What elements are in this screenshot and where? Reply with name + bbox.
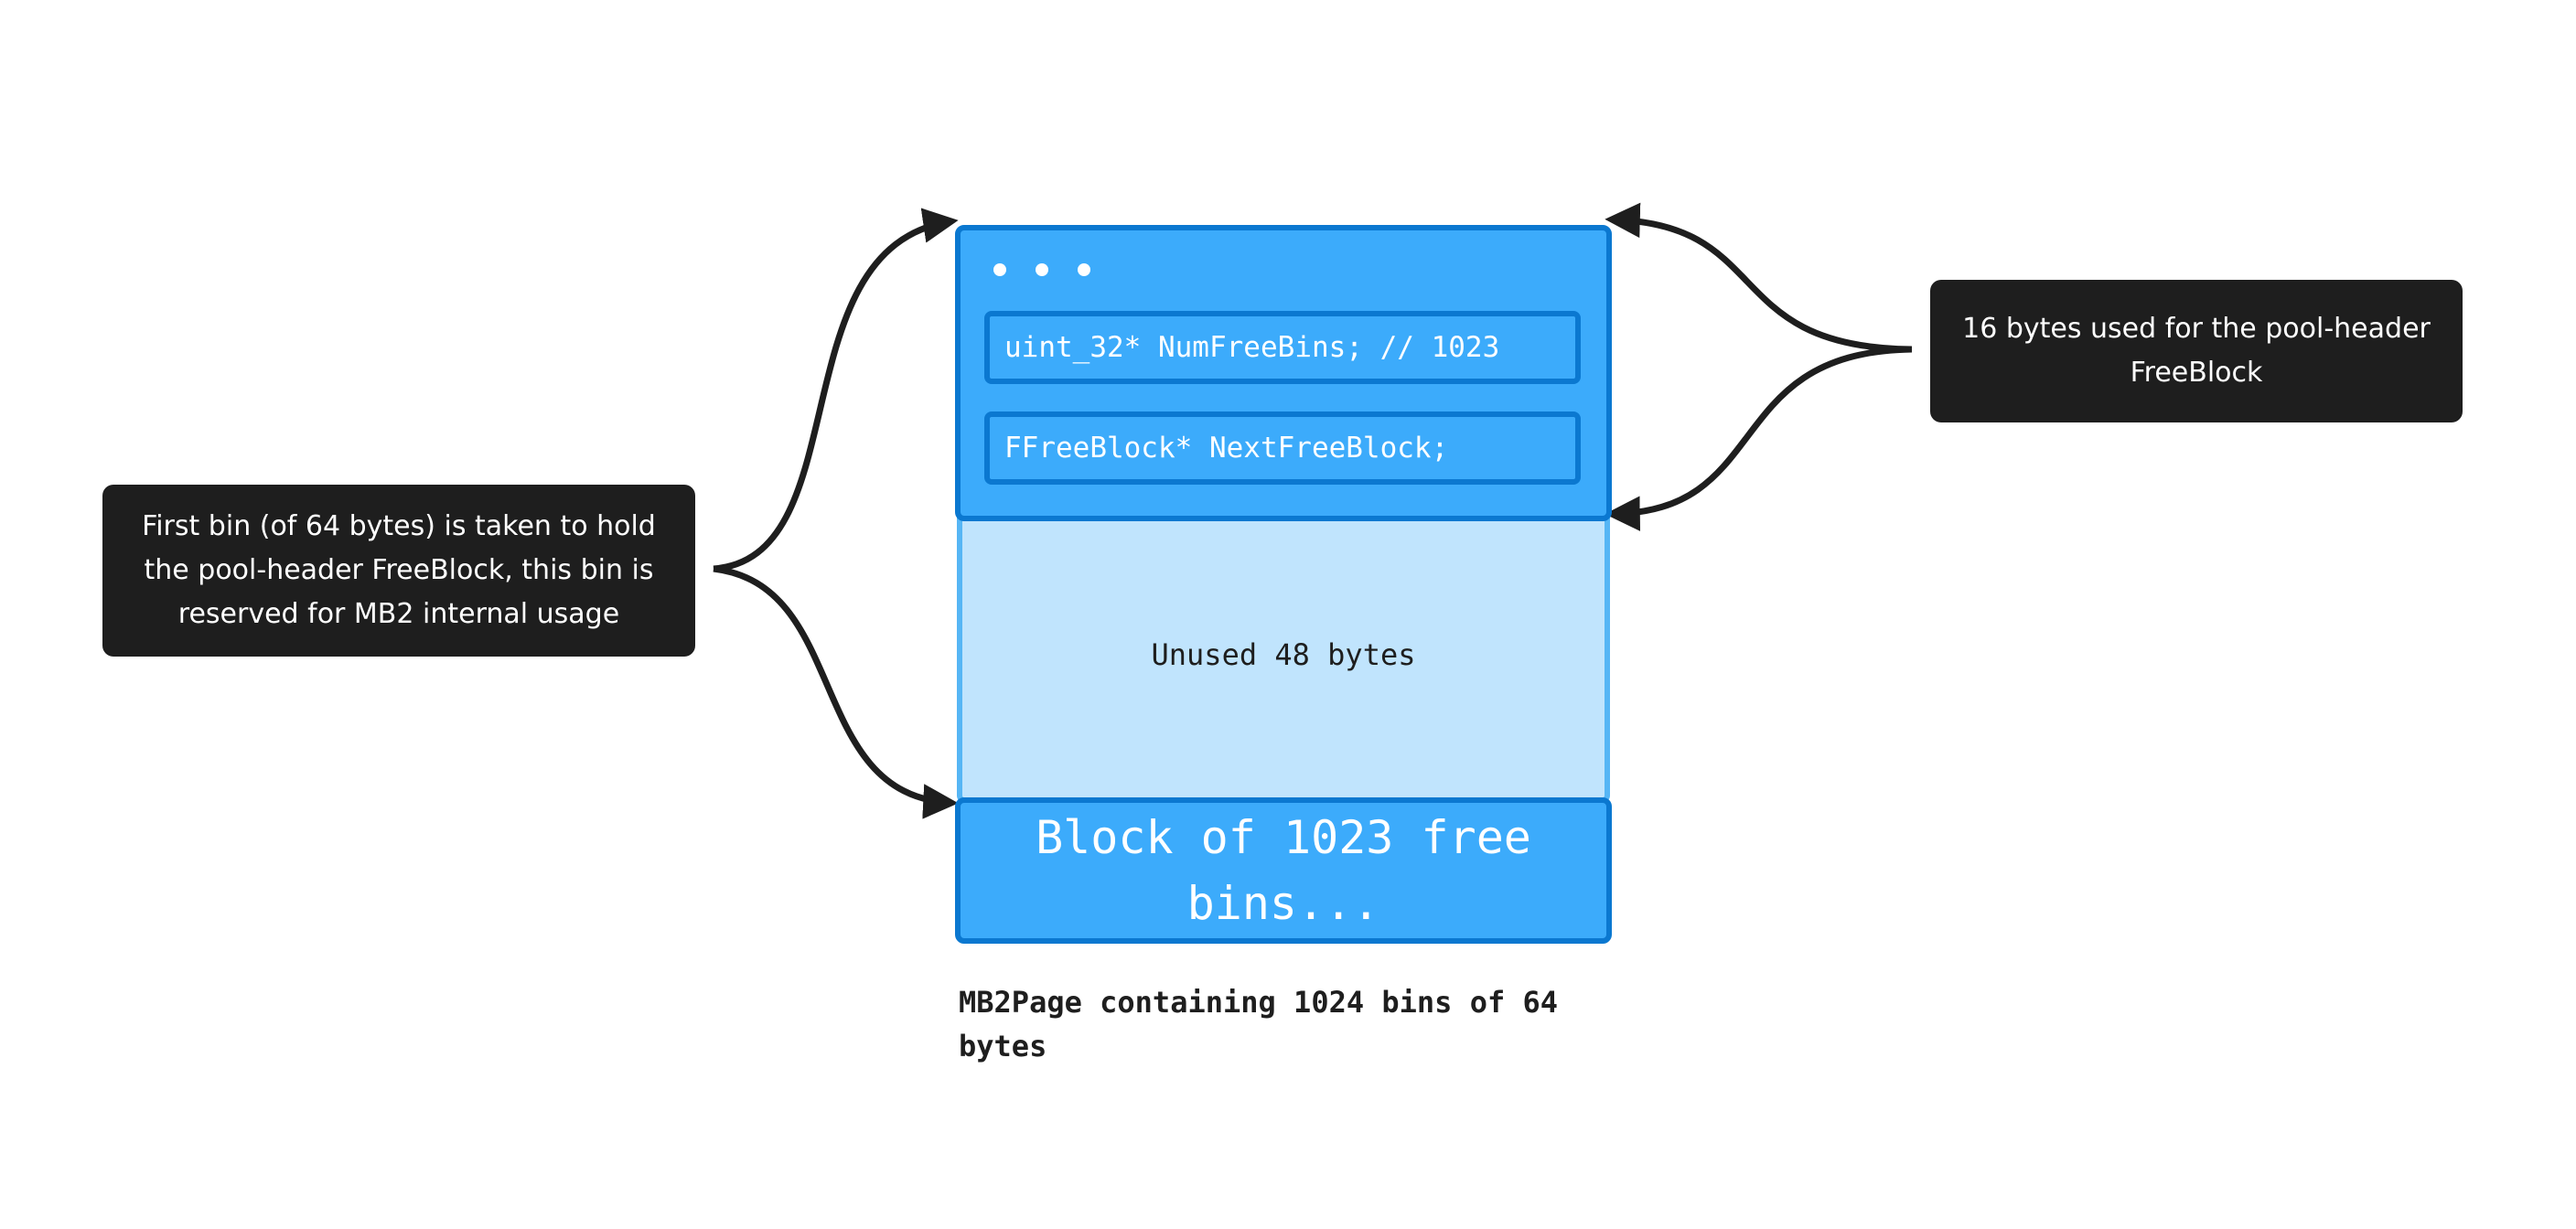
unused-bytes-region: Unused 48 bytes (957, 512, 1610, 803)
field-num-free-bins-text: uint_32* NumFreeBins; // 1023 (1004, 331, 1500, 364)
callout-pool-header-size: 16 bytes used for the pool-header FreeBl… (1930, 280, 2463, 422)
callout-reserved-bin-line-3: reserved for MB2 internal usage (177, 598, 620, 630)
free-bins-label-line-1: Block of 1023 free (1036, 811, 1531, 864)
callout-reserved-bin: First bin (of 64 bytes) is taken to hold… (102, 485, 695, 657)
free-bins-label-line-2: bins... (1186, 877, 1380, 930)
arrow-left-to-free-block-top (713, 565, 959, 819)
arrow-right-to-header-bottom (1605, 346, 1913, 531)
free-bins-block: Block of 1023 free bins... (955, 797, 1612, 944)
field-num-free-bins: uint_32* NumFreeBins; // 1023 (984, 311, 1581, 384)
page-caption-line-1: MB2Page containing 1024 bins of 64 (959, 985, 1559, 1020)
arrow-left-to-header-top (713, 208, 959, 572)
page-caption-line-2: bytes (959, 1029, 1047, 1063)
callout-reserved-bin-line-2: the pool-header FreeBlock, this bin is (144, 554, 654, 586)
callout-pool-header-size-line-1: 16 bytes used for the pool-header (1962, 313, 2431, 345)
field-next-free-block-text: FFreeBlock* NextFreeBlock; (1004, 432, 1449, 465)
callout-pool-header-size-line-2: FreeBlock (2130, 357, 2263, 389)
callout-reserved-bin-line-1: First bin (of 64 bytes) is taken to hold (142, 510, 656, 542)
unused-bytes-label: Unused 48 bytes (1151, 637, 1416, 672)
field-next-free-block: FFreeBlock* NextFreeBlock; (984, 411, 1581, 485)
arrow-right-to-header-top (1605, 202, 1913, 353)
page-caption: MB2Page containing 1024 bins of 64 bytes (959, 980, 1654, 1068)
ellipsis-icon (993, 263, 1094, 278)
